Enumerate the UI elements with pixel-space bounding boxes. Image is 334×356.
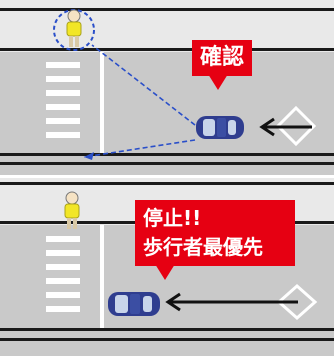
lane-line [0,153,334,156]
panel-confirm: 確認 [0,0,334,175]
callout-stop: 停止!! 歩行者最優先 [135,200,295,280]
zebra-crossing [46,236,80,312]
lane-line [0,48,334,51]
stop-line [100,52,104,153]
direction-arrow-icon [165,292,298,312]
lane-line [0,338,334,341]
zebra-crossing [46,62,80,138]
diamond-marking-icon [275,105,317,147]
sidewalk [0,0,334,52]
pedestrian-icon [64,191,80,229]
callout-text: 確認 [199,45,244,70]
direction-arrow-icon [259,117,312,137]
stop-line [100,225,104,328]
callout-confirm: 確認 [192,40,252,90]
lane-line [0,8,334,11]
pedestrian-icon [66,9,82,47]
diamond-marking-icon [276,283,318,321]
lane-line [0,328,334,331]
scene-top [0,0,334,175]
sight-arrowhead [84,152,94,160]
car-icon [108,292,160,316]
lane-line [0,162,334,165]
callout-text-line-1: 停止!! [143,206,202,230]
car-icon [196,116,244,139]
callout-text-line-2: 歩行者最優先 [143,235,263,259]
panel-stop: 停止!! 歩行者最優先 [0,178,334,356]
sight-lines [83,44,196,158]
lane-line [0,182,334,185]
